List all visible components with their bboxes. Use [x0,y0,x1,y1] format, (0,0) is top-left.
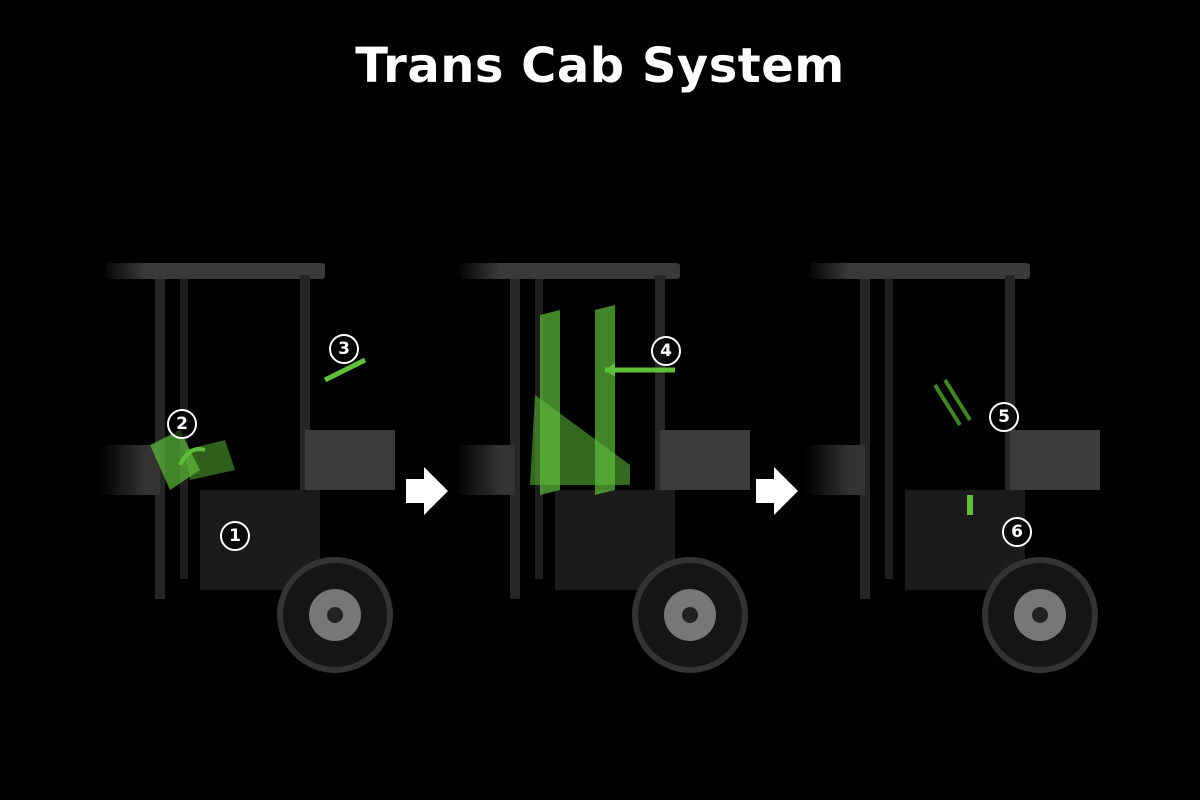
step-marker-3: 3 [329,334,359,364]
vehicle-illustration [455,255,755,680]
step-marker-6: 6 [1002,517,1032,547]
step-marker-4: 4 [651,336,681,366]
step-marker-5: 5 [989,402,1019,432]
next-arrow-icon [756,467,798,515]
page-title: Trans Cab System [355,38,845,94]
panel-stage-3 [805,255,1105,680]
panel-stage-1 [100,255,400,680]
vehicle-illustration [805,255,1105,680]
step-marker-2: 2 [167,409,197,439]
panel-stage-2 [455,255,755,680]
vehicle-illustration [100,255,400,680]
step-marker-1: 1 [220,521,250,551]
next-arrow-icon [406,467,448,515]
